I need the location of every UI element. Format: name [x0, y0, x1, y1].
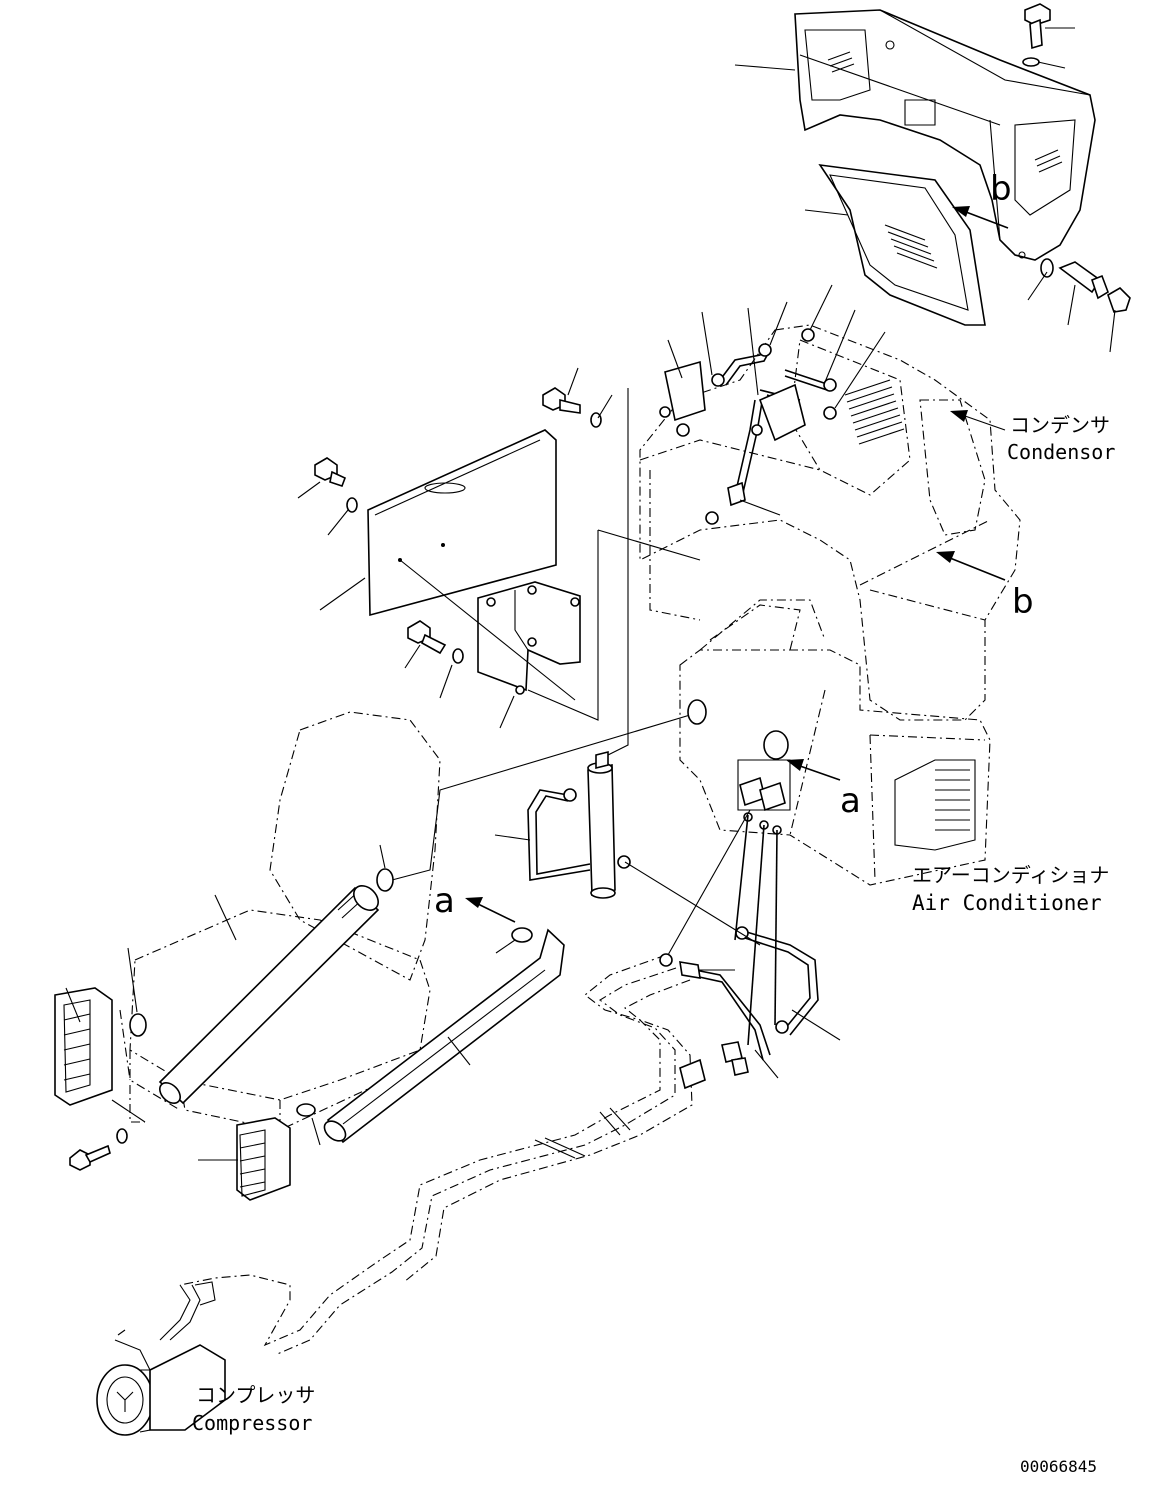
air-conditioner-unit [679, 599, 991, 886]
leader-lines-top [734, 27, 1116, 353]
refrigerant-hoses [179, 953, 735, 1356]
condenser-label-jp: コンデンサ [1010, 413, 1110, 437]
duct-upper [158, 885, 380, 1105]
view-marker-a-left: a [434, 881, 455, 921]
bolt-panel-upper [297, 457, 366, 611]
compressor-callout: コンプレッサ Compressor [192, 1383, 315, 1435]
vent-louver-left [54, 987, 113, 1106]
vent-louver-right [198, 1117, 291, 1201]
compressor [96, 1281, 226, 1436]
air-conditioner-label-jp: エアーコンディショナ [912, 863, 1109, 887]
hose-fittings [624, 809, 841, 1079]
condenser-callout: コンデンサ Condensor [950, 410, 1115, 464]
condenser-guard [818, 163, 986, 326]
hose-clamps [127, 844, 533, 1146]
receiver-drier [587, 750, 616, 899]
air-conditioner-callout: エアーコンディショナ Air Conditioner [912, 863, 1109, 915]
drawing-reference-number: 00066845 [1020, 1457, 1097, 1476]
mounting-bracket [477, 581, 581, 695]
side-cover-panel [367, 429, 557, 617]
operator-seat [119, 711, 441, 1131]
condenser-core-mesh [844, 379, 905, 445]
arrow-b-top [952, 206, 1009, 229]
refrigerant-pipe-assembly [659, 328, 837, 525]
leader-lines-pipes [667, 284, 886, 516]
reference-lines [391, 388, 701, 881]
bolt-pipe-bracket [542, 367, 613, 428]
duct-lower [323, 928, 565, 1144]
bolt-louver [69, 1085, 146, 1171]
bolt-bracket [404, 620, 515, 729]
arrow-a-left [465, 897, 516, 923]
view-marker-a-right: a [840, 781, 861, 821]
air-conditioner-label-en: Air Conditioner [912, 891, 1102, 915]
compressor-label-jp: コンプレッサ [196, 1383, 315, 1407]
view-marker-b-top: b [990, 169, 1012, 209]
view-marker-b-mid: b [1012, 582, 1034, 622]
bolt-top [1022, 3, 1051, 67]
mesh-grille [827, 51, 1063, 173]
compressor-label-en: Compressor [192, 1411, 312, 1435]
arrow-a-right [786, 759, 841, 781]
condenser-cover [794, 9, 1096, 261]
bolt-side [1040, 258, 1131, 313]
arrow-b-mid [936, 551, 1006, 581]
ac-vent-grille [894, 759, 976, 851]
drier-pipe [494, 788, 631, 881]
condenser-label-en: Condensor [1007, 440, 1115, 464]
